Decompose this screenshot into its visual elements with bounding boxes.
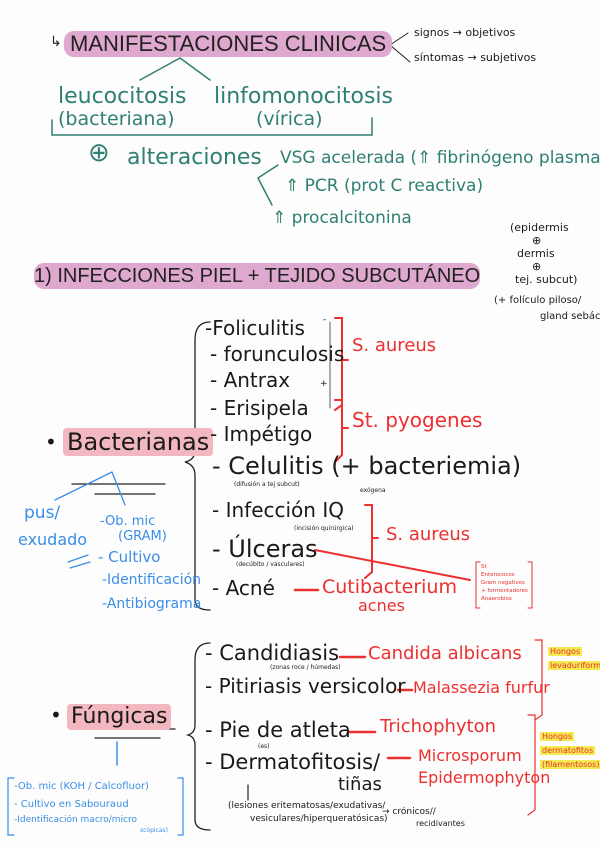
severity-plus: + xyxy=(320,379,328,389)
severity-minus: - xyxy=(323,315,327,325)
organism-s-aureus: S. aureus xyxy=(352,335,437,356)
diag-cultivo: - Cultivo xyxy=(98,548,161,566)
diag-ob-mic: -Ob. mic xyxy=(100,514,156,529)
organism-st-pyogenes: St. pyogenes xyxy=(352,408,483,432)
ulcer-organism: Anaerobios xyxy=(481,596,512,602)
ulcer-organism: + formentadores xyxy=(481,588,528,594)
diag-identificacion: -Identificación xyxy=(102,572,202,588)
bacterianas-label: Bacterianas xyxy=(63,428,214,456)
item-impetigo: - Impétigo xyxy=(210,422,313,446)
plus-icon: ⊕ xyxy=(532,234,542,247)
lesions-note: (lesiones eritematosas/exudativas/ xyxy=(228,801,386,811)
item-antrax: - Antrax xyxy=(210,368,291,392)
heading-infecciones: 1) INFECCIONES PIEL + TEJIDO SUBCUTÁNEO xyxy=(34,263,481,289)
item-erisipela: - Erisipela xyxy=(210,396,309,420)
diag-gram: (GRAM) xyxy=(118,529,167,544)
heading-text: 1) INFECCIONES PIEL + TEJIDO SUBCUTÁNEO xyxy=(34,263,481,289)
pus-label: pus/ xyxy=(24,503,61,523)
pcr-note: ⇑ PCR (prot C reactiva) xyxy=(285,176,484,196)
item-infeccion-iq: - Infección IQ xyxy=(212,498,344,522)
fungi-diag-identificacion: -Identificación macro/micro xyxy=(14,815,138,825)
signos-note: signos → objetivos xyxy=(414,26,516,39)
plus-circle-icon: ⊕ xyxy=(88,138,110,168)
note-candidiasis: (zonas roce / húmedas) xyxy=(270,664,341,671)
organism-epidermophyton: Epidermophyton xyxy=(418,768,551,787)
ulcer-organism: Enterococos xyxy=(481,572,515,578)
sub-arrow-icon: ↳ xyxy=(50,33,62,49)
group-label: Hongos xyxy=(540,732,575,741)
item-celulitis: - Celulitis (+ bacteriemia) xyxy=(212,452,522,480)
note-infeccion-iq: (incisión quirúrgica) xyxy=(294,525,354,532)
heading-manifestaciones: MANIFESTACIONES CLINICAS xyxy=(64,31,393,57)
item-dermatofitosis: - Dermatofitosis/ xyxy=(205,750,381,774)
layer-extra: (+ folículo piloso/ xyxy=(494,295,582,306)
item-candidiasis: - Candidiasis xyxy=(205,641,340,665)
tag-exogena: exógena xyxy=(360,487,386,494)
diag-antibiograma: -Antibiograma xyxy=(102,596,202,612)
bacteriana: (bacteriana) xyxy=(58,108,175,130)
organism-s-aureus: S. aureus xyxy=(386,524,471,545)
group-dermatofitos: Hongos dermatofitos (filamentosos) xyxy=(540,730,600,772)
organism-cutibacterium: Cutibacterium xyxy=(322,576,457,598)
note-es: (es) xyxy=(258,743,270,750)
ulcer-organism-list: St Enterococos Gram negativos + formenta… xyxy=(481,563,528,603)
layer-dermis: dermis xyxy=(517,247,555,260)
leucocitosis: leucocitosis xyxy=(58,84,187,109)
fungi-diag-ob-mic: -Ob. mic (KOH / Calcofluor) xyxy=(14,781,149,792)
organism-malassezia: Malassezia furfur xyxy=(413,678,550,697)
linfomonocitosis: linfomonocitosis xyxy=(214,84,393,109)
item-forunculosis: - forunculosis xyxy=(210,342,345,366)
alteraciones: alteraciones xyxy=(127,145,262,170)
procalcitonina-note: ⇑ procalcitonina xyxy=(272,208,412,228)
note-ulceras: (decúbito / vasculares) xyxy=(236,561,305,568)
organism-candida: Candida albicans xyxy=(368,643,522,664)
item-pie-de-atleta: - Pie de atleta xyxy=(205,718,351,742)
chronic-note: recidivantes xyxy=(416,819,465,828)
chronic-note: → crónicos// xyxy=(382,807,436,817)
vsg-note: VSG acelerada (⇑ fibrinógeno plasma) xyxy=(280,148,600,168)
virica: (vírica) xyxy=(256,108,323,130)
group-label: levaduriformes xyxy=(548,661,600,670)
group-label: dermatofitos xyxy=(540,746,596,755)
item-tinas: tiñas xyxy=(338,774,382,795)
layer-tej-subcut: tej. subcut) xyxy=(515,273,578,286)
item-foliculitis: -Foliculitis xyxy=(205,316,305,340)
group-label: (filamentosos) xyxy=(540,760,600,769)
item-pitiriasis: - Pitiriasis versicolor xyxy=(205,674,406,698)
fungi-diag-identificacion: scópicas) xyxy=(140,827,169,834)
ulcer-organism: Gram negativos xyxy=(481,580,525,586)
fungi-diag-cultivo: - Cultivo en Sabouraud xyxy=(14,799,129,810)
organism-microsporum: Microsporum xyxy=(418,746,522,765)
ulcer-organism: St xyxy=(481,564,487,570)
item-acne: - Acné xyxy=(212,576,275,600)
sintomas-note: síntomas → subjetivos xyxy=(414,51,537,64)
layer-extra: gland sebác) xyxy=(540,311,600,322)
plus-icon: ⊕ xyxy=(532,260,542,273)
lesions-note: vesiculares/hiperqueratósicas) xyxy=(250,814,388,824)
item-ulceras: - Úlceras xyxy=(212,535,318,563)
layer-epidermis: (epidermis xyxy=(510,221,569,234)
organism-acnes: acnes xyxy=(358,596,405,615)
note-celulitis: (difusión a tej subcut) xyxy=(234,481,300,488)
bullet: • xyxy=(50,703,62,727)
organism-trichophyton: Trichophyton xyxy=(380,716,497,737)
exudado-label: exudado xyxy=(18,530,88,549)
group-levaduriformes: Hongos levaduriformes xyxy=(548,645,600,673)
group-label: Hongos xyxy=(548,647,583,656)
fungicas-label: Fúngicas xyxy=(67,704,172,730)
bullet: • xyxy=(45,430,57,454)
